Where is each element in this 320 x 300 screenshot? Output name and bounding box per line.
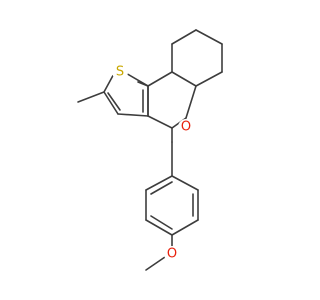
bond [145, 256, 166, 271]
bond [195, 29, 223, 45]
bond [117, 113, 149, 117]
bond [145, 175, 173, 191]
bond [171, 29, 197, 45]
bond [147, 71, 173, 87]
bond [171, 71, 197, 87]
structure-diagram: S O O [77, 29, 223, 271]
methoxy-oxygen-atom-bg [164, 246, 180, 262]
bond [145, 219, 173, 236]
bond [150, 215, 173, 230]
bond [171, 175, 199, 191]
sulfur-atom-bg [112, 64, 128, 80]
bond [150, 181, 173, 195]
bond [185, 85, 197, 119]
bond [103, 91, 119, 115]
bond [147, 115, 173, 129]
bond [107, 92, 121, 111]
bonds [77, 29, 223, 271]
methoxy-oxygen-atom-label: O [167, 247, 177, 262]
bond [195, 71, 223, 87]
sulfur-atom-label: S [116, 65, 124, 80]
bond [137, 81, 149, 87]
ring-oxygen-atom-bg [178, 119, 194, 135]
bond [77, 91, 105, 103]
atom-labels: S O O [112, 64, 194, 262]
bond [171, 219, 199, 236]
ring-oxygen-atom-label: O [181, 120, 191, 135]
